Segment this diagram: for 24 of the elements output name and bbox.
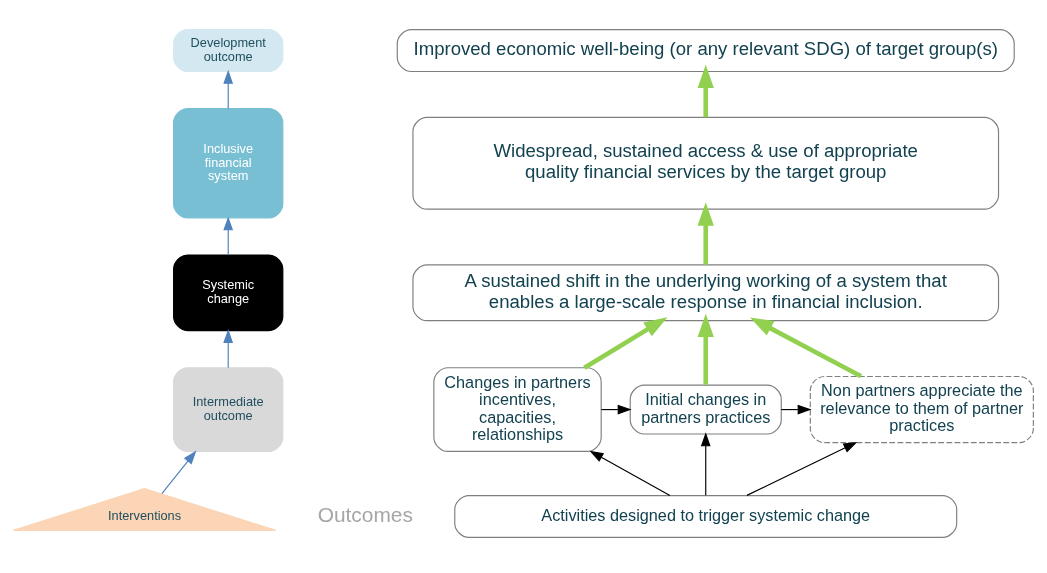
node-box: Systemic change — [173, 253, 284, 331]
arrow — [161, 449, 197, 494]
arrow — [223, 215, 234, 255]
node-box: Widespread, sustained access & use of appropriate quality financial services by the target group — [412, 116, 1000, 210]
arrow — [223, 69, 234, 109]
arrow — [750, 316, 863, 378]
node-box: A sustained shift in the underlying working of a system that enables a large-scale response in financial inclusion. — [412, 263, 1000, 321]
arrow — [583, 316, 668, 370]
node-box: Improved economic well-being (or any relevant SDG) of target group(s) — [396, 28, 1015, 72]
label: Outcomes — [317, 502, 413, 526]
node-box: Activities designed to trigger systemic change — [454, 494, 958, 538]
node-box: Initial changes in partners practices — [629, 384, 782, 435]
arrow — [697, 201, 714, 265]
node-box: Non partners appreciate the relevance to them of partner practices — [809, 375, 1034, 443]
arrow — [697, 313, 714, 385]
arrow — [746, 441, 858, 496]
node-box: Changes in partners incentives, capacities, relationships — [433, 366, 602, 452]
node-box: Development outcome — [173, 28, 284, 72]
node-box: Inclusive financial system — [173, 107, 284, 218]
arrow — [697, 64, 714, 117]
node-box: Intermediate outcome — [173, 366, 284, 452]
arrow — [589, 450, 671, 496]
arrow — [223, 328, 234, 368]
arrow — [700, 431, 711, 496]
